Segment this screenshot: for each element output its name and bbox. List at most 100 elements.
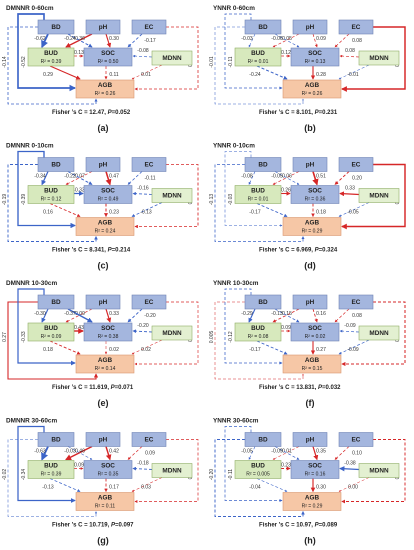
path-mdnn-soc (132, 54, 153, 58)
coef-ph-bud: 0.05 (282, 36, 292, 42)
panel-letter: (d) (304, 261, 316, 271)
coef-soc-agb: 0.11 (109, 72, 119, 78)
coef-mdnn-soc: -0.16 (137, 186, 149, 192)
node-ec-label: EC (145, 24, 154, 31)
fisher-stat: Fisher ’s C = 8.101, P=0.231 (259, 110, 338, 116)
coef-bd-soc: -0.37 (64, 311, 76, 317)
node-bud-label: BUD (251, 50, 265, 57)
coef-mdnn-agb: -0.05 (347, 210, 359, 216)
r2-soc: R² = 0.13 (305, 59, 326, 65)
panel-title: YNNR 0-10cm (213, 143, 255, 150)
panel-f: YNNR 10-30cm0.005-0.120.24-0.290.15-0.13… (209, 280, 406, 408)
coef-bd-agb: -0.34 (21, 469, 27, 481)
coef-mdnn-soc: 0.33 (345, 186, 355, 192)
node-bud-box (234, 47, 282, 67)
node-bud-box (27, 460, 75, 479)
node-mdnn-box (151, 463, 193, 478)
r2-bud: R² = 0.12 (41, 197, 62, 203)
coef-mdnn-agb: -0.09 (347, 347, 359, 353)
node-soc-box (83, 322, 133, 342)
coef-bd-agb: -0.03 (228, 194, 234, 206)
coef-ec-soc: -0.20 (144, 313, 156, 319)
node-soc-label: SOC (101, 463, 115, 470)
coef-ec-soc: 0.09 (145, 451, 155, 457)
path-bud-agb (49, 340, 81, 355)
path-bd-agb (17, 425, 76, 503)
path-mdnn-agb (131, 202, 163, 217)
node-soc-label: SOC (308, 325, 322, 332)
coef-ec-soc: 0.20 (352, 176, 362, 182)
coef-ec-soc: 0.08 (352, 38, 362, 44)
node-agb-box (75, 217, 135, 236)
fisher-stat: Fisher ’s C = 13.831, P=0.032 (259, 385, 341, 391)
path-ec-agb (134, 26, 199, 91)
r2-bud: R² = 0.39 (41, 472, 62, 478)
r2-agb: R² = 0.15 (302, 366, 323, 372)
node-ph-label: pH (306, 299, 315, 306)
panel-g: DMNNR 30-60cm-0.02-0.340.10-0.630.46-0.0… (2, 418, 199, 546)
node-mdnn-box (358, 325, 400, 341)
coef-bud-agb: 0.16 (43, 210, 53, 216)
path-mdnn-soc (339, 466, 360, 472)
node-ec-box (338, 294, 374, 310)
r2-bud: R² = 0.09 (41, 334, 62, 340)
coef-ph-bud: 0.46 (75, 449, 85, 455)
coef-bud-agb: -0.17 (249, 347, 261, 353)
path-ec-soc (334, 171, 350, 185)
node-soc-label: SOC (101, 50, 115, 57)
coef-bd-bud: -0.62 (34, 36, 46, 42)
node-soc-box (83, 460, 133, 479)
coef-bud-soc: 0.09 (281, 325, 291, 331)
panel-a: DMNNR 0-60cm-0.14-0.520.12-0.620.36-0.24… (2, 5, 199, 133)
path-ph-bud (65, 445, 93, 461)
coef-bud-agb: -0.04 (249, 485, 261, 491)
path-mdnn-agb (131, 64, 163, 80)
path-bud-agb (256, 340, 288, 355)
path-bd-agb (17, 13, 77, 92)
node-ec-label: EC (352, 437, 361, 444)
coef-bd-soc: -0.06 (271, 36, 283, 42)
coef-bd-bud: -0.34 (34, 174, 46, 180)
node-agb-label: AGB (98, 82, 113, 89)
node-agb-label: AGB (305, 82, 320, 89)
coef-bd-bud: -0.30 (34, 311, 46, 317)
path-bd-soc (274, 446, 300, 460)
node-agb-label: AGB (98, 357, 113, 364)
node-soc-box (290, 185, 340, 204)
path-mdnn-agb (131, 477, 163, 492)
node-bd-box (37, 294, 75, 310)
coef-bd-agb: -0.33 (21, 331, 27, 343)
r2-soc: R² = 0.16 (305, 472, 326, 478)
node-ph-box (85, 432, 121, 447)
coef-bd-bud: -0.08 (241, 174, 253, 180)
path-bd-soc (67, 33, 93, 48)
coef-outer-left: 0.005 (209, 331, 215, 344)
node-ph-label: pH (306, 437, 315, 444)
node-ec-label: EC (145, 437, 154, 444)
panel-title: DMNNR 30-60cm (6, 418, 57, 425)
coef-ph-bud: 0.01 (282, 449, 292, 455)
coef-soc-agb: 0.30 (316, 485, 326, 491)
r2-agb: R² = 0.24 (95, 229, 116, 235)
node-ph-box (85, 294, 121, 310)
node-mdnn-box (151, 188, 193, 203)
path-bud-agb (49, 65, 81, 80)
coef-soc-agb: 0.18 (316, 210, 326, 216)
node-bud-box (234, 185, 282, 204)
coef-bd-agb: -0.52 (21, 56, 27, 68)
panel-e: DMNNR 10-30cm0.27-0.330.07-0.300.09-0.37… (2, 280, 199, 408)
coef-bd-soc: -0.03 (64, 449, 76, 455)
path-ph-soc (312, 446, 319, 461)
node-mdnn-box (151, 50, 193, 66)
path-bud-agb (49, 478, 81, 492)
path-bd-soc (67, 171, 93, 185)
node-agb-box (282, 217, 342, 236)
node-ec-box (338, 157, 374, 172)
node-ec-box (131, 432, 167, 447)
coef-bd-agb: -0.11 (228, 469, 234, 480)
coef-bud-agb: 0.29 (43, 72, 53, 78)
node-bud-label: BUD (251, 325, 265, 332)
panel-letter: (c) (98, 261, 109, 271)
node-soc-label: SOC (308, 50, 322, 57)
node-bd-box (244, 432, 282, 447)
